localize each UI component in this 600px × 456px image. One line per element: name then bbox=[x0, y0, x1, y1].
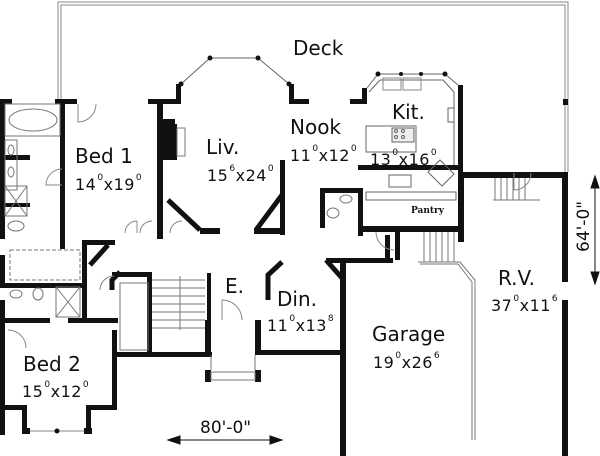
front-porch bbox=[205, 355, 261, 382]
door-swings bbox=[7, 103, 532, 349]
room-kit-dimensions: 130x160 bbox=[370, 148, 438, 169]
kitchen-counters bbox=[365, 107, 457, 201]
bath-fixtures bbox=[4, 103, 353, 318]
room-nook-name: Nook bbox=[290, 115, 342, 139]
room-din-dimensions: 110x138 bbox=[267, 314, 335, 335]
room-rv-name: R.V. bbox=[498, 266, 536, 290]
room-entry-name: E. bbox=[225, 274, 244, 298]
overall-depth-label: 64'-0" bbox=[574, 200, 594, 252]
room-liv-dimensions: 156x240 bbox=[207, 164, 275, 185]
room-kit-name: Kit. bbox=[392, 100, 425, 124]
room-rv-dimensions: 370x116 bbox=[491, 294, 559, 315]
deck-outline bbox=[57, 1, 569, 172]
overall-width-label: 80'-0" bbox=[200, 418, 252, 438]
fireplace bbox=[163, 124, 177, 160]
liv-bay-window bbox=[180, 57, 290, 85]
room-bed2-name: Bed 2 bbox=[23, 352, 81, 376]
room-bed1-dimensions: 140x190 bbox=[75, 173, 143, 194]
stairs bbox=[119, 178, 540, 440]
room-pantry-name: Pantry bbox=[411, 206, 445, 216]
room-garage-dimensions: 190x266 bbox=[373, 351, 441, 372]
room-din-name: Din. bbox=[277, 287, 317, 311]
room-liv-name: Liv. bbox=[206, 135, 240, 159]
room-bed1-name: Bed 1 bbox=[75, 144, 133, 168]
depth-dimension-arrow bbox=[590, 174, 600, 286]
exterior-walls bbox=[0, 84, 568, 456]
room-nook-dimensions: 110x120 bbox=[290, 144, 358, 165]
room-deck-name: Deck bbox=[293, 36, 344, 60]
width-dimension-arrow bbox=[166, 435, 284, 445]
room-bed2-dimensions: 150x120 bbox=[22, 380, 90, 401]
room-garage-name: Garage bbox=[372, 322, 446, 346]
